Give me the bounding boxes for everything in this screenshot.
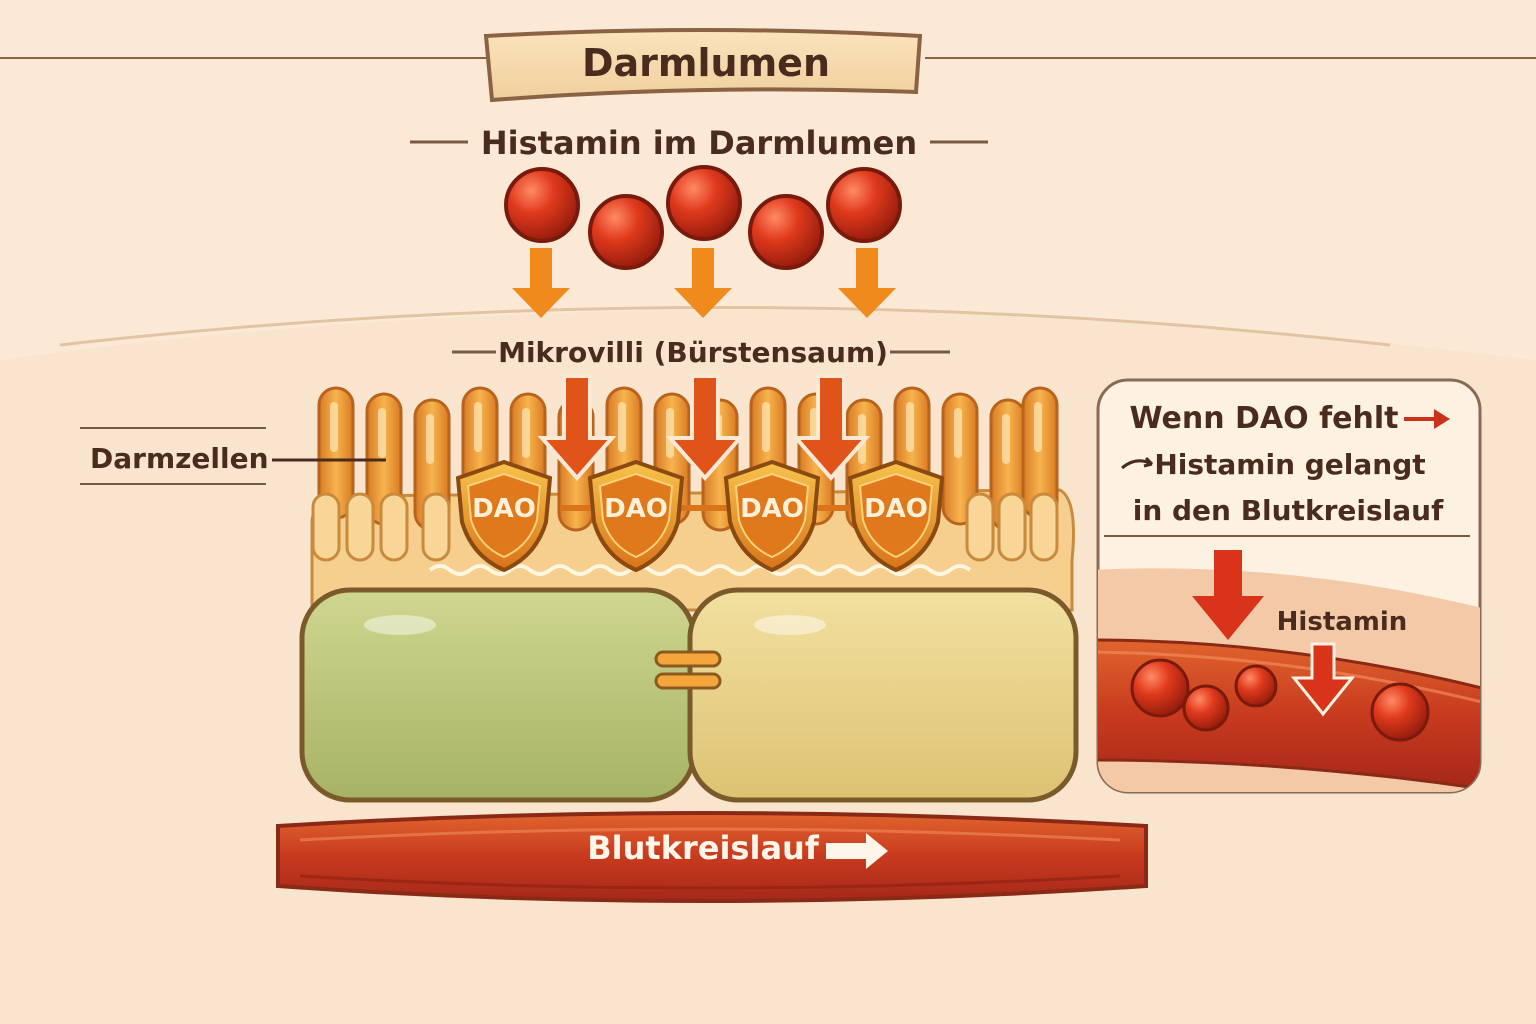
inset-line1: Wenn DAO fehlt [1130,401,1399,436]
down-arrow-icon [1192,550,1264,640]
banner-title: Darmlumen [582,41,830,85]
histamin-lumen-label: Histamin im Darmlumen [481,124,917,162]
microvillus-highlight [1034,402,1042,452]
brush-border-finger [965,492,995,562]
microvillus-highlight [426,414,434,464]
membrane-wave [428,564,972,576]
brush-border-finger [421,492,451,562]
histamine-molecule-icon [1234,664,1278,708]
histamine-molecule-icon [588,194,664,270]
histamine-molecule-icon [1370,682,1430,742]
histamine-molecule-icon [826,167,902,243]
down-arrow-icon [512,248,570,318]
inset-panel: Wenn DAO fehlt Histamin gelangt in den B… [1096,378,1482,794]
dao-shield-icon: DAO [723,459,821,573]
curved-arrow-icon [1121,456,1154,470]
enterocytes [299,587,1079,803]
dao-label: DAO [472,494,536,524]
histamine-molecule-icon [1130,658,1190,718]
brush-border-finger [311,492,341,562]
dao-label: DAO [604,494,668,524]
histamine-molecules-top [504,165,902,270]
dao-shield-inner [466,472,542,559]
inset-vessel [1098,568,1480,792]
orange-arrows [512,248,896,318]
dao-shield-icon: DAO [587,459,685,573]
microvillus-highlight [1002,414,1010,464]
histamine-molecule-icon [748,194,824,270]
brush-border-finger [1029,492,1059,562]
brush-border-fingers [311,492,1059,562]
dao-shields: DAO DAO DAO DAO [455,459,945,573]
down-arrow-icon [1290,642,1356,717]
dao-shield-icon: DAO [455,459,553,573]
darmzellen-label: Darmzellen [90,442,269,475]
dao-label: DAO [740,494,804,524]
dao-shield-inner [598,472,674,559]
dao-shield-inner [734,472,810,559]
red-arrows [537,374,871,482]
blood-vessel: Blutkreislauf [276,811,1148,903]
microvillus-highlight [762,402,770,452]
cell-highlight [754,615,826,635]
microvillus-highlight [666,408,674,458]
inset-line3: in den Blutkreislauf [1133,494,1444,527]
brush-border-finger [997,492,1027,562]
brush-border-finger [379,492,409,562]
right-arrow-icon [1404,409,1450,429]
cell-highlight [364,615,436,635]
down-arrow-icon [537,374,617,482]
microvillus-highlight [378,408,386,458]
tight-junction [654,672,722,690]
histamine-molecule-icon [666,165,742,241]
inset-line2: Histamin gelangt [1154,448,1425,481]
enterocyte-left [299,587,697,803]
down-arrow-icon [665,374,745,482]
right-arrow-icon [826,833,888,869]
mikrovilli-label: Mikrovilli (Bürstensaum) [498,336,888,369]
histamine-molecule-icon [504,167,580,243]
lumen-boundary-line [59,306,1391,347]
blutkreislauf-label: Blutkreislauf [587,829,820,867]
brush-border-finger [345,492,375,562]
microvillus-highlight [954,408,962,458]
microvillus-highlight [330,402,338,452]
microvillus [941,392,979,526]
inset-histamin-label: Histamin [1277,607,1408,637]
histamine-molecule-icon [1182,684,1230,732]
dao-shield-icon: DAO [847,459,945,573]
dao-shield-inner [858,472,934,559]
tight-junction [654,650,722,668]
banner: Darmlumen [483,28,923,103]
microvillus-highlight [474,402,482,452]
microvillus-highlight [906,402,914,452]
dao-label: DAO [864,494,928,524]
microvillus-highlight [522,408,530,458]
down-arrow-icon [838,248,896,318]
enterocyte-right [687,587,1079,803]
down-arrow-icon [791,374,871,482]
down-arrow-icon [674,248,732,318]
microvillus-highlight [618,402,626,452]
